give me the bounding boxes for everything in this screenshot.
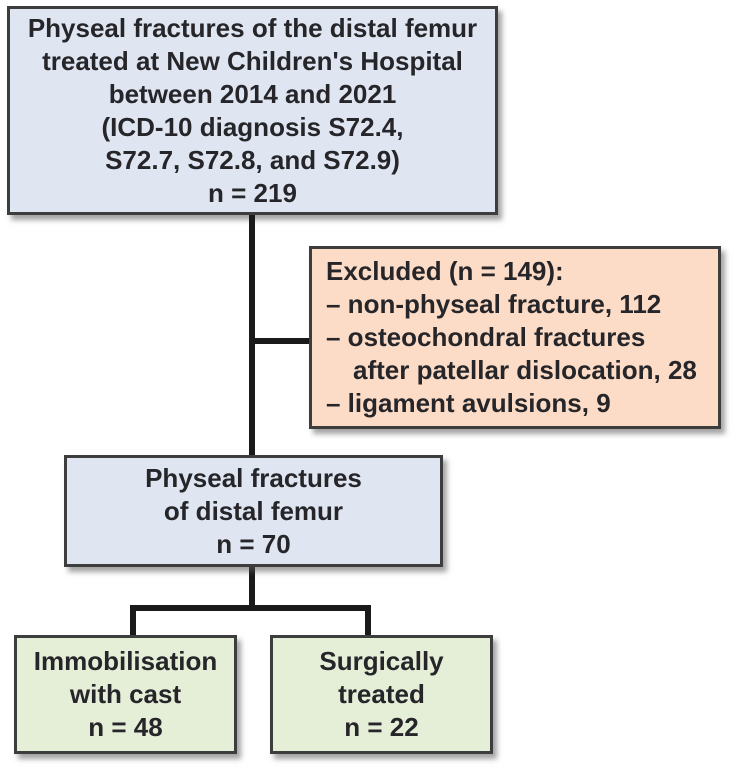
surgical-box-line: Surgically: [319, 646, 444, 676]
surgical-box-line: treated: [338, 679, 425, 709]
source-population-box: Physeal fractures of the distal femur tr…: [7, 6, 498, 215]
excluded-box-item: – non-physeal fracture, 112: [326, 289, 662, 319]
source-box-line: Physeal fractures of the distal femur: [27, 12, 478, 43]
connector-source-to-included: [249, 215, 255, 455]
connector-included-to-split: [249, 567, 255, 611]
cast-box-count: n = 48: [88, 712, 163, 742]
source-box-line: (ICD-10 diagnosis S72.4,: [101, 111, 404, 142]
cast-treatment-box: Immobilisation with cast n = 48: [14, 635, 237, 754]
source-box-line: treated at New Children's Hospital: [42, 45, 463, 76]
excluded-box-item: – ligament avulsions, 9: [326, 388, 611, 418]
cast-box-line: with cast: [69, 679, 182, 709]
excluded-box: Excluded (n = 149): – non-physeal fractu…: [309, 246, 721, 429]
source-box-line: S72.7, S72.8, and S72.9): [105, 144, 400, 175]
source-box-count: n = 219: [208, 177, 297, 208]
connector-drop-cast: [130, 611, 136, 635]
excluded-box-title: Excluded (n = 149):: [326, 256, 564, 286]
included-box-line: of distal femur: [163, 495, 344, 526]
included-box-count: n = 70: [216, 528, 291, 559]
excluded-box-item-continued: after patellar dislocation, 28: [353, 355, 697, 385]
included-box-line: Physeal fractures: [145, 462, 362, 493]
excluded-box-item: – osteochondral fractures: [326, 322, 646, 352]
surgical-box-count: n = 22: [344, 712, 419, 742]
connector-branch-excluded: [252, 338, 309, 344]
included-population-box: Physeal fractures of distal femur n = 70: [64, 455, 443, 567]
surgical-treatment-box: Surgically treated n = 22: [270, 635, 493, 754]
connector-split-bar: [130, 605, 371, 611]
cast-box-line: Immobilisation: [33, 646, 218, 676]
source-box-line: between 2014 and 2021: [108, 78, 397, 109]
connector-drop-surgical: [365, 611, 371, 635]
